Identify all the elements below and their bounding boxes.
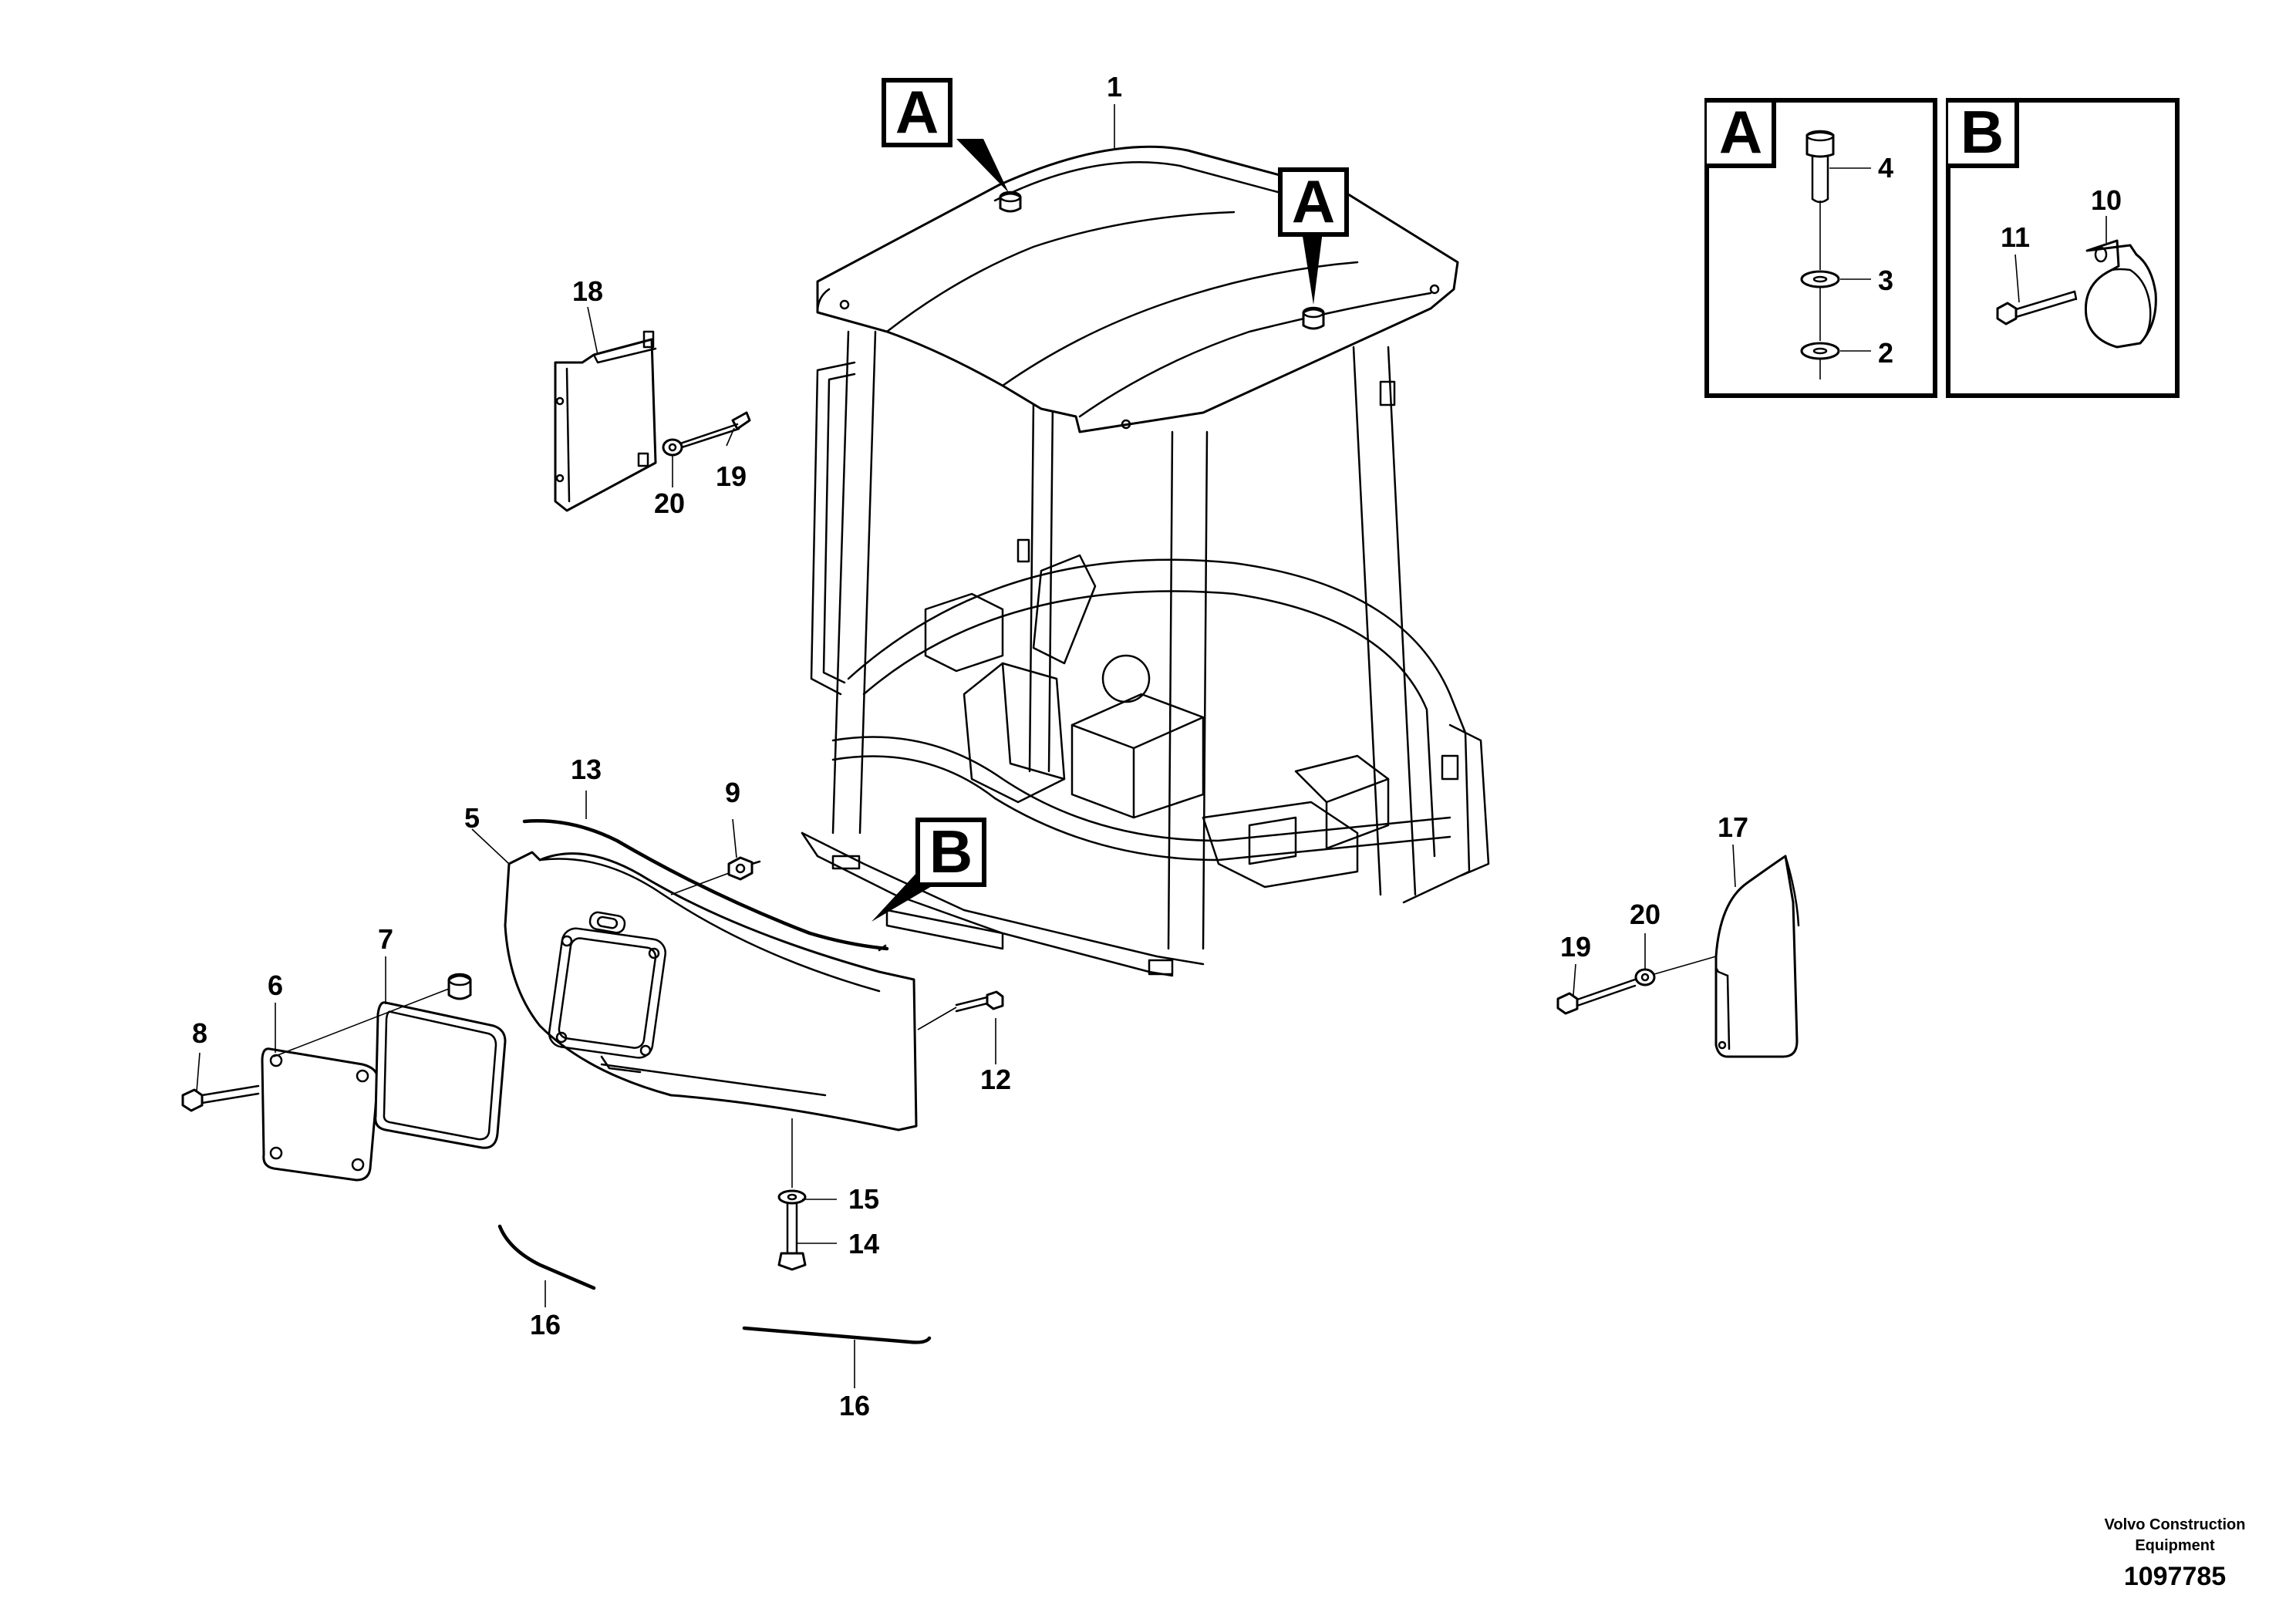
- callout-11: 11: [2001, 221, 2030, 253]
- callout-19a: 19: [716, 460, 747, 492]
- brand-line-2: Equipment: [2135, 1537, 2215, 1554]
- bolt-14: [777, 1202, 807, 1271]
- bolt-8: [181, 1084, 260, 1112]
- callout-2: 2: [1878, 337, 1893, 369]
- brand-line-1: Volvo Construction: [2105, 1516, 2246, 1533]
- edge-strip-13: [522, 819, 889, 951]
- callout-5: 5: [464, 802, 480, 834]
- washer-15: [777, 1189, 807, 1205]
- nut-9: [727, 856, 761, 881]
- roof-panel: [816, 145, 1459, 433]
- callout-19b: 19: [1560, 931, 1591, 963]
- detail-marker-a-right: A: [1278, 167, 1349, 305]
- callout-20b: 20: [1630, 899, 1660, 930]
- side-panel-17: [1714, 855, 1800, 1058]
- callout-8: 8: [192, 1017, 207, 1049]
- callout-9: 9: [725, 777, 740, 808]
- marker-b-text: B: [929, 818, 973, 885]
- detail-marker-a-left: A: [882, 78, 1009, 193]
- callout-numbers: 1 2 3 4 5 6 7 8 9 10 11 12 13 14 15 16 1…: [192, 71, 2122, 1421]
- bolt-12: [955, 990, 1004, 1013]
- callout-16a: 16: [530, 1309, 561, 1340]
- spacer: [447, 973, 472, 1000]
- detail-inset-a: A: [1704, 98, 1937, 398]
- drawing-number: 1097785: [2124, 1562, 2226, 1591]
- detail-inset-b: B: [1946, 98, 2180, 398]
- edge-strip-16b: [742, 1326, 932, 1344]
- marker-a-left-text: A: [895, 78, 939, 146]
- callout-14: 14: [848, 1228, 879, 1259]
- side-panel-5: [504, 851, 918, 1131]
- leader-lines: [196, 104, 1736, 1388]
- washer-20b: [1634, 968, 1656, 986]
- callout-12: 12: [980, 1064, 1011, 1095]
- callout-18: 18: [572, 275, 603, 307]
- side-bracket-18: [554, 330, 751, 512]
- callout-16b: 16: [839, 1390, 870, 1421]
- callout-6: 6: [268, 969, 283, 1001]
- cover-plate-6: [261, 1047, 379, 1182]
- callout-3: 3: [1878, 265, 1893, 296]
- bolt-19b: [1556, 978, 1637, 1015]
- callout-15: 15: [848, 1183, 879, 1215]
- footer-block: Volvo Construction Equipment 1097785: [2105, 1516, 2246, 1591]
- edge-strip-16a: [497, 1224, 596, 1290]
- marker-a-right-text: A: [1292, 167, 1335, 235]
- detail-marker-b: B: [872, 818, 986, 922]
- callout-1: 1: [1107, 71, 1122, 103]
- callout-7: 7: [378, 923, 393, 955]
- cab-frame: [801, 330, 1490, 977]
- callout-13: 13: [571, 754, 602, 785]
- inset-b-text: B: [1961, 98, 2004, 166]
- inset-a-text: A: [1719, 98, 1762, 166]
- callout-4: 4: [1878, 152, 1893, 184]
- callout-17: 17: [1718, 811, 1748, 843]
- gasket-7: [374, 1001, 507, 1149]
- callout-20a: 20: [654, 487, 685, 519]
- callout-10: 10: [2091, 184, 2122, 216]
